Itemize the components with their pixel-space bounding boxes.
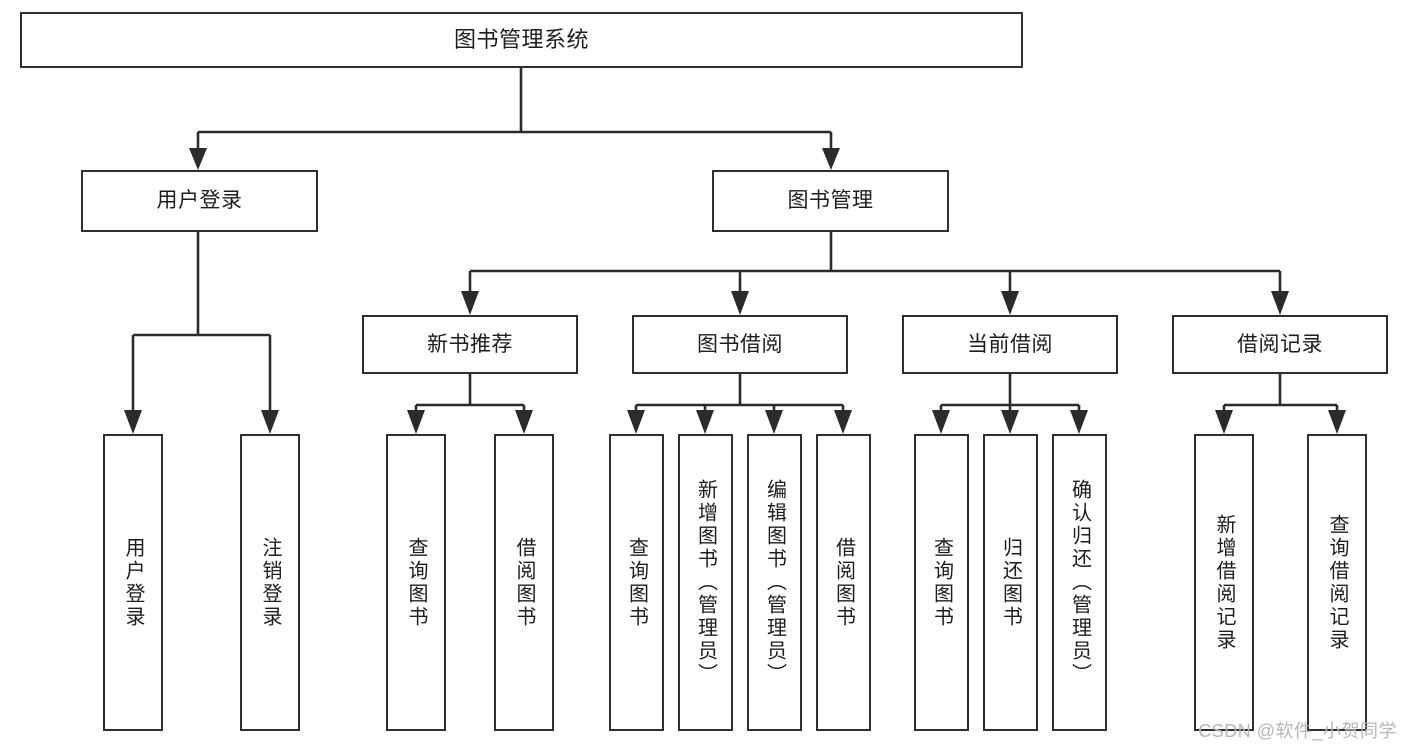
arrow-user-leaf-1 (124, 410, 142, 434)
leaf-user-login-signout[interactable]: 注销登录 (240, 434, 300, 731)
arrow-to-user-login (189, 148, 207, 170)
node-book-borrow-label: 图书借阅 (697, 332, 783, 356)
leaf-label: 查询图书 (625, 536, 648, 629)
arrow-to-borrow-record (1271, 291, 1289, 315)
arrow-user-leaf-2 (261, 410, 279, 434)
arrow-record-leaf-2 (1328, 410, 1346, 434)
arrow-to-book-borrow (731, 291, 749, 315)
node-current-borrow-label: 当前借阅 (967, 332, 1053, 356)
leaf-label: 用户登录 (122, 536, 144, 629)
leaf-book-borrow-query[interactable]: 查询图书 (609, 434, 664, 731)
arrow-current-leaf-3 (1070, 410, 1088, 434)
node-user-login-label: 用户登录 (156, 189, 243, 213)
node-root-system[interactable]: 图书管理系统 (20, 12, 1023, 68)
arrow-to-new-book (461, 291, 479, 315)
leaf-book-borrow-lend[interactable]: 借阅图书 (816, 434, 871, 731)
leaf-new-book-borrow[interactable]: 借阅图书 (494, 434, 554, 731)
arrow-borrow-leaf-4 (834, 410, 852, 434)
node-borrow-record[interactable]: 借阅记录 (1172, 315, 1388, 374)
leaf-label: 查询图书 (930, 536, 953, 629)
node-borrow-record-label: 借阅记录 (1237, 332, 1323, 356)
node-root-label: 图书管理系统 (453, 26, 589, 52)
leaf-label: 借阅图书 (832, 536, 855, 629)
leaf-current-borrow-return[interactable]: 归还图书 (983, 434, 1038, 731)
leaf-label: 查询借阅记录 (1326, 513, 1348, 652)
leaf-book-borrow-edit[interactable]: 编辑图书（管理员） (747, 434, 802, 731)
arrow-borrow-leaf-3 (765, 410, 783, 434)
arrow-newbook-leaf-2 (515, 410, 533, 434)
node-book-management-label: 图书管理 (787, 189, 874, 213)
node-book-management[interactable]: 图书管理 (712, 170, 949, 232)
leaf-current-borrow-query[interactable]: 查询图书 (914, 434, 969, 731)
node-new-book-recommend[interactable]: 新书推荐 (362, 315, 578, 374)
leaf-book-borrow-add[interactable]: 新增图书（管理员） (678, 434, 733, 731)
leaf-label: 编辑图书（管理员） (763, 479, 786, 686)
leaf-label: 新增图书（管理员） (694, 479, 717, 686)
node-current-borrow[interactable]: 当前借阅 (902, 315, 1118, 374)
leaf-label: 借阅图书 (513, 536, 535, 629)
arrow-current-leaf-1 (932, 410, 950, 434)
leaf-label: 归还图书 (999, 536, 1022, 629)
node-new-book-recommend-label: 新书推荐 (427, 332, 513, 356)
leaf-current-borrow-confirm[interactable]: 确认归还（管理员） (1052, 434, 1107, 731)
leaf-borrow-record-add[interactable]: 新增借阅记录 (1194, 434, 1254, 731)
arrow-borrow-leaf-1 (627, 410, 645, 434)
leaf-borrow-record-query[interactable]: 查询借阅记录 (1307, 434, 1367, 731)
leaf-user-login-signin[interactable]: 用户登录 (103, 434, 163, 731)
node-user-login[interactable]: 用户登录 (81, 170, 318, 232)
arrow-to-current-borrow (1001, 291, 1019, 315)
arrow-to-book-manage (822, 148, 840, 170)
arrow-record-leaf-1 (1215, 410, 1233, 434)
leaf-label: 注销登录 (259, 536, 281, 629)
watermark-text: CSDN @软件_小贺同学 (1198, 721, 1397, 741)
leaf-label: 新增借阅记录 (1213, 513, 1235, 652)
arrow-newbook-leaf-1 (407, 410, 425, 434)
leaf-label: 确认归还（管理员） (1068, 479, 1091, 686)
leaf-label: 查询图书 (405, 536, 427, 629)
arrow-borrow-leaf-2 (696, 410, 714, 434)
leaf-new-book-query[interactable]: 查询图书 (386, 434, 446, 731)
node-book-borrow[interactable]: 图书借阅 (632, 315, 848, 374)
arrow-current-leaf-2 (1001, 410, 1019, 434)
